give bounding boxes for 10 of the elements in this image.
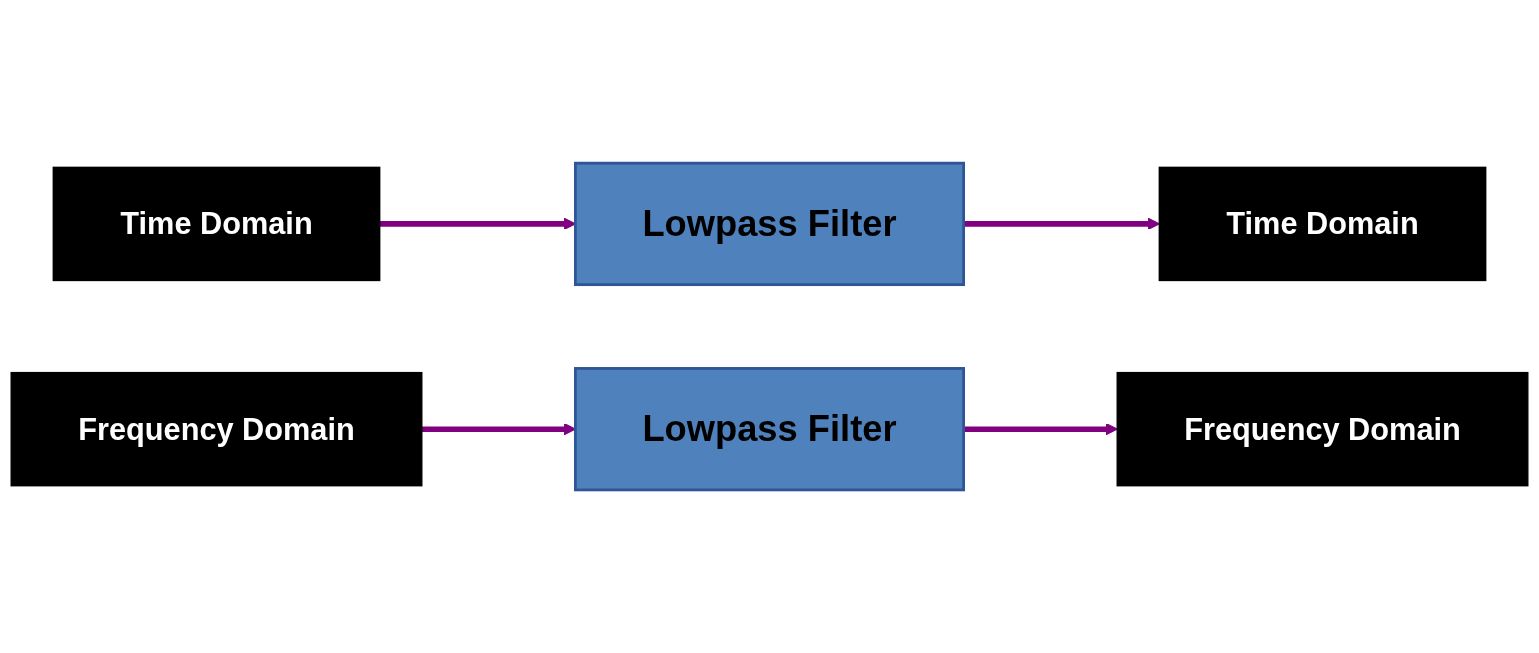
arrow: [963, 423, 1118, 436]
node-box: Lowpass Filter: [574, 367, 965, 492]
node-box: Frequency Domain: [10, 371, 423, 487]
node-box: Time Domain: [1158, 166, 1487, 282]
arrow: [379, 217, 576, 230]
node-box: Lowpass Filter: [574, 161, 965, 286]
arrow: [421, 423, 576, 436]
node-box: Time Domain: [52, 166, 381, 282]
node-box: Frequency Domain: [1116, 371, 1529, 487]
arrow: [963, 217, 1160, 230]
